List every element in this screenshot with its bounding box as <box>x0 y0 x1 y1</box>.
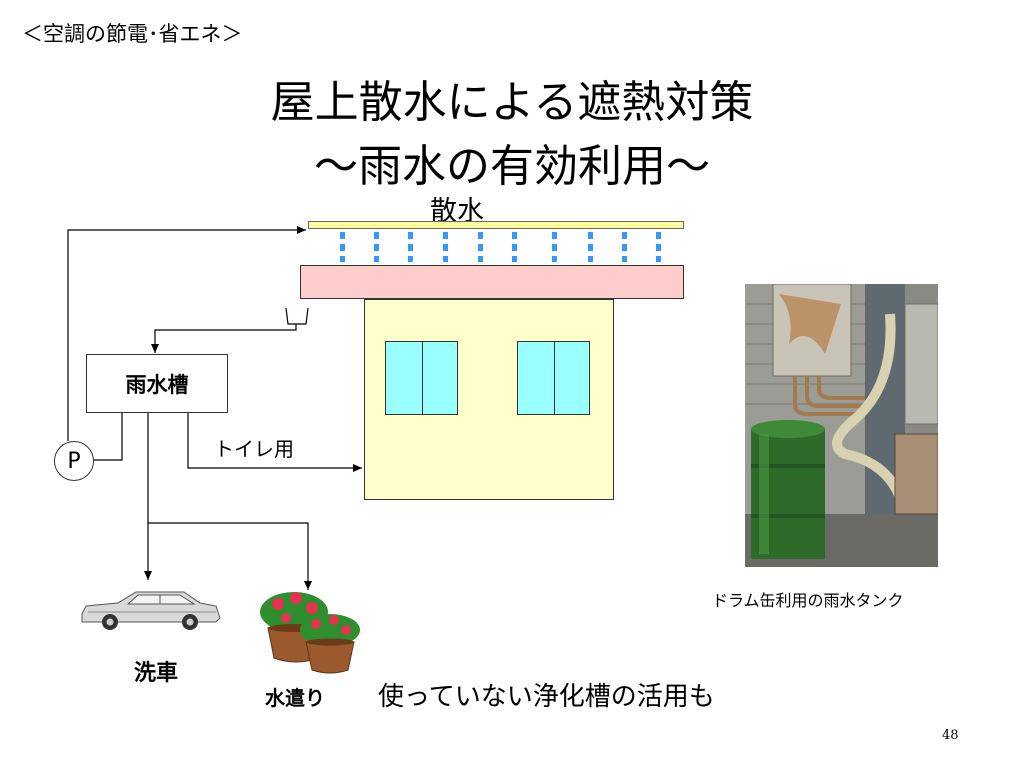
drum-rain-tank-photo <box>745 284 938 567</box>
downspout-line <box>151 324 297 353</box>
rainwater-tank: 雨水槽 <box>86 354 228 413</box>
window <box>517 341 590 415</box>
toilet-label: トイレ用 <box>214 437 294 461</box>
flower-pot-icon <box>260 592 328 663</box>
roof-slab <box>300 265 684 299</box>
garden-watering-label: 水遣り <box>265 686 325 710</box>
rainwater-tank-label: 雨水槽 <box>125 372 189 397</box>
septic-tank-note: 使っていない浄化槽の活用も <box>378 682 715 712</box>
page-title: 屋上散水による遮熱対策 <box>270 77 754 128</box>
window <box>385 341 458 415</box>
photo-caption: ドラム缶利用の雨水タンク <box>712 591 904 610</box>
car-wash-label: 洗車 <box>134 661 179 686</box>
water-drops <box>340 232 661 262</box>
page-subtitle: ～雨水の有効利用～ <box>314 141 710 192</box>
sprinkler-pipe <box>308 221 684 229</box>
pump-label: P <box>67 448 81 474</box>
garden-line <box>148 522 312 590</box>
gutter-icon <box>285 307 309 325</box>
flower-pot-icon <box>300 614 360 674</box>
tank-to-pump-line <box>94 413 123 461</box>
page-number: 48 <box>942 728 959 743</box>
section-header: ＜空調の節電･省エネ＞ <box>22 22 243 46</box>
car-icon <box>81 591 221 630</box>
pump-icon: P <box>54 441 94 481</box>
